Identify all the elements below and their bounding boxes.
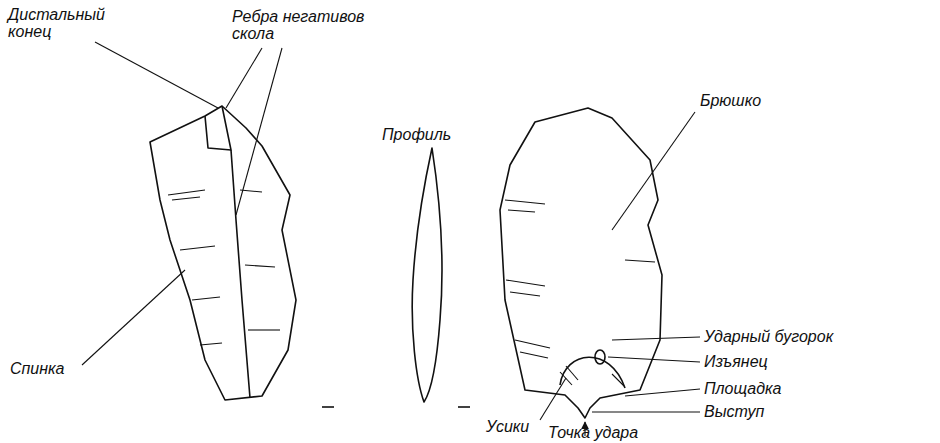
ventral-outline [500,108,662,418]
dorsal-outline [150,106,296,400]
separator-dash [322,406,334,408]
part-label: Дистальный конец [8,6,108,40]
scar-ridge [231,150,250,398]
bulb-arc [560,357,625,388]
part-label: Усики [486,418,529,435]
part-label: Брюшко [700,92,761,109]
profile-outline [412,148,442,402]
part-label: Ударный бугорок [704,328,833,345]
part-label: Площадка [704,380,782,397]
part-label: Ребра негативов скола [232,8,382,42]
flaw-scar [595,350,605,364]
part-label: Точка удара [548,424,638,441]
separator-dash [458,406,470,408]
part-label: Профиль [382,126,451,143]
scar-ridge [205,106,231,150]
part-label: Выступ [704,403,764,420]
leader-lines [82,42,700,436]
part-label: Изъянец [704,353,768,370]
part-label: Спинка [10,360,65,377]
